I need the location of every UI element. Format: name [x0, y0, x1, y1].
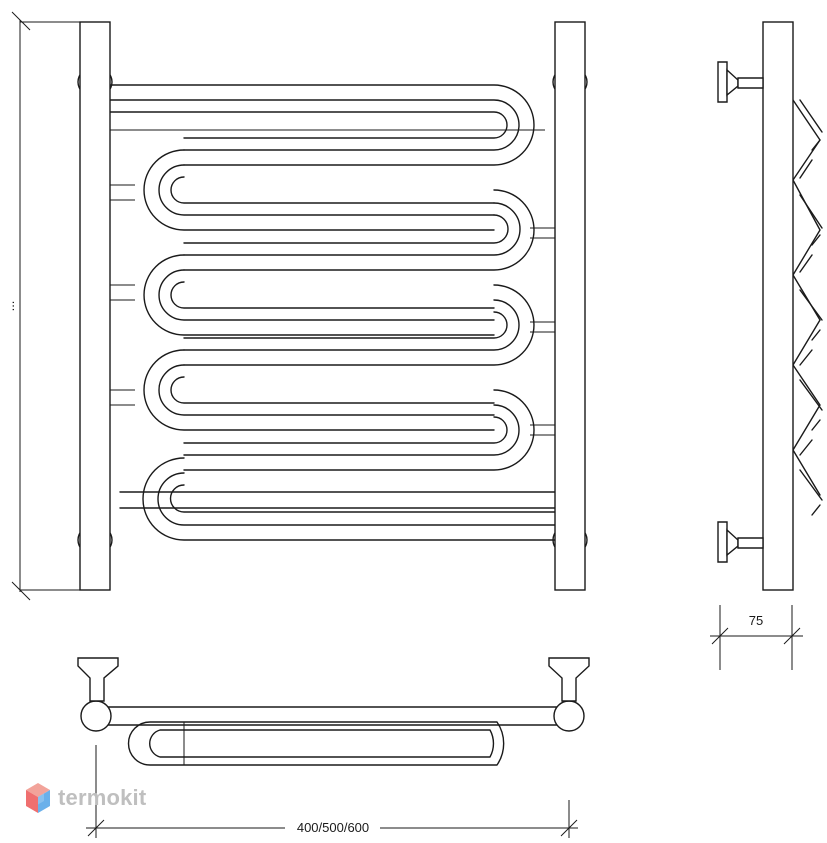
side-wall-mounts	[717, 61, 764, 563]
brand-name: termokit	[58, 785, 147, 810]
side-view	[717, 21, 823, 591]
width-dimension: 400/500/600	[86, 745, 578, 838]
brand-logo: termokit	[24, 780, 146, 816]
serpentine-tube	[109, 84, 556, 541]
hexagon-icon	[26, 783, 50, 813]
top-view	[77, 657, 590, 766]
front-wall-brackets	[77, 66, 588, 556]
left-post-top	[80, 700, 112, 732]
width-label: 400/500/600	[297, 820, 369, 835]
height-label: ...	[2, 301, 17, 312]
left-post	[79, 21, 111, 591]
right-post-top	[553, 700, 585, 732]
right-post	[554, 21, 586, 591]
height-dimension: ...	[2, 11, 80, 601]
front-view	[77, 21, 588, 591]
depth-dimension: 75	[710, 605, 803, 670]
side-post	[762, 21, 794, 591]
depth-label: 75	[749, 613, 763, 628]
